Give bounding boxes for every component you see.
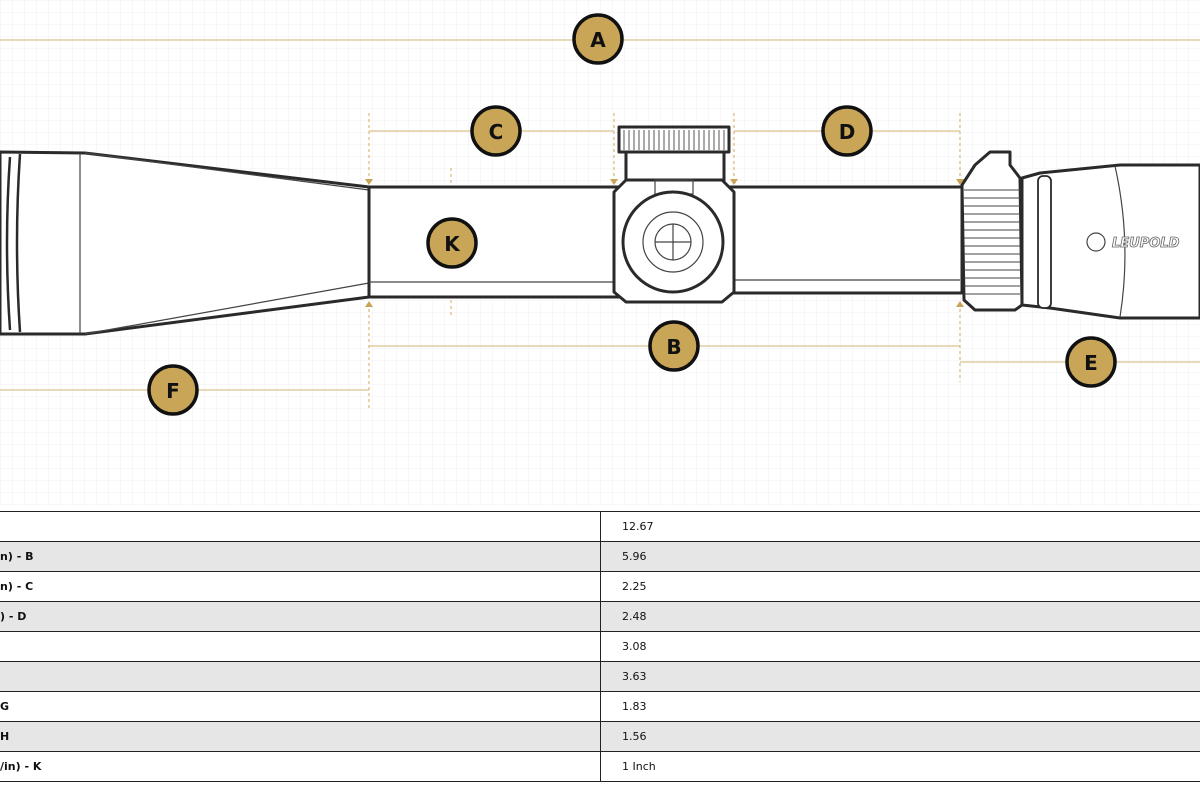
spec-label: /in) - K	[0, 751, 601, 782]
svg-text:A: A	[590, 28, 606, 52]
callout-k: K	[426, 217, 478, 269]
table-row: 12.67	[0, 511, 1200, 542]
leupold-logo-icon	[1086, 232, 1106, 252]
callout-f: F	[147, 364, 199, 416]
callout-e: E	[1065, 336, 1117, 388]
spec-label: n) - C	[0, 571, 601, 602]
spec-value: 1 Inch	[600, 751, 1200, 782]
svg-text:E: E	[1084, 351, 1098, 375]
spec-value: 3.08	[600, 631, 1200, 662]
svg-text:K: K	[444, 232, 461, 256]
svg-text:B: B	[666, 335, 681, 359]
spec-value: 1.56	[600, 721, 1200, 752]
scope-dimension-diagram: LEUPOLD A B C D E F K	[0, 0, 1200, 505]
table-row: 3.08	[0, 631, 1200, 662]
spec-label	[0, 661, 601, 692]
spec-label: H	[0, 721, 601, 752]
spec-value: 1.83	[600, 691, 1200, 722]
callout-c: C	[470, 105, 522, 157]
svg-text:C: C	[489, 120, 504, 144]
spec-label	[0, 631, 601, 662]
svg-text:F: F	[166, 379, 180, 403]
spec-label: n) - B	[0, 541, 601, 572]
spec-value: 3.63	[600, 661, 1200, 692]
spec-label	[0, 511, 601, 542]
callout-a: A	[572, 13, 624, 65]
scope-outline: LEUPOLD	[0, 125, 1200, 336]
callout-d: D	[821, 105, 873, 157]
spec-value: 5.96	[600, 541, 1200, 572]
leupold-logo-text: LEUPOLD	[1112, 236, 1180, 251]
spec-value: 12.67	[600, 511, 1200, 542]
spec-label: G	[0, 691, 601, 722]
spec-value: 2.25	[600, 571, 1200, 602]
table-row: 3.63	[0, 661, 1200, 692]
spec-label: ) - D	[0, 601, 601, 632]
spec-value: 2.48	[600, 601, 1200, 632]
svg-text:D: D	[839, 120, 856, 144]
callout-b: B	[648, 320, 700, 372]
